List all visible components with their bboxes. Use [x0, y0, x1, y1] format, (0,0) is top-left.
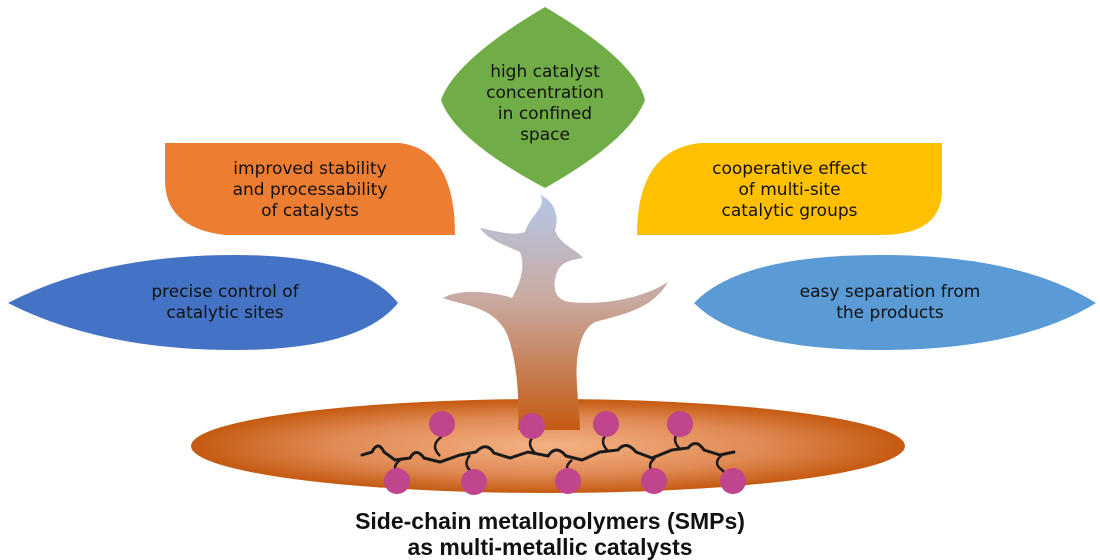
- leaf-upper-right-line: catalytic groups: [721, 201, 858, 221]
- leaf-upper-left-line: improved stability: [233, 159, 387, 179]
- leaf-upper-left-line: and processability: [232, 180, 388, 200]
- metal-node: [519, 413, 545, 439]
- metal-node: [461, 469, 487, 495]
- metal-node: [384, 468, 410, 494]
- leaf-lower-left-shape: [8, 255, 398, 350]
- leaf-lower-right-shape: [694, 255, 1096, 350]
- metal-node: [555, 468, 581, 494]
- metal-node: [667, 411, 693, 437]
- leaf-top-label: high catalyst concentration in confined …: [445, 62, 645, 146]
- leaf-top-line: high catalyst: [490, 62, 600, 82]
- leaf-upper-right-shape: [637, 143, 942, 235]
- caption-line-1: Side-chain metallopolymers (SMPs): [355, 508, 745, 534]
- ground-ellipse: [191, 399, 905, 493]
- leaf-upper-right-line: cooperative effect: [712, 159, 867, 179]
- leaf-top-line: concentration: [486, 83, 604, 103]
- metal-node: [429, 411, 455, 437]
- metal-node: [593, 411, 619, 437]
- leaf-lower-left-line: catalytic sites: [166, 303, 284, 323]
- tree-trunk: [443, 195, 668, 430]
- leaf-upper-left-line: of catalysts: [261, 201, 359, 221]
- leaf-top-line: in confined: [497, 104, 593, 124]
- leaf-lower-right-line: the products: [836, 303, 944, 323]
- leaf-upper-left-label: improved stability and processability of…: [165, 159, 455, 222]
- diagram-caption: Side-chain metallopolymers (SMPs) as mul…: [0, 508, 1100, 560]
- leaf-lower-left-label: precise control of catalytic sites: [40, 282, 410, 324]
- leaf-upper-right-line: of multi-site: [738, 180, 841, 200]
- leaf-top-shape: [441, 7, 645, 188]
- metal-node: [720, 468, 746, 494]
- leaf-lower-left-line: precise control of: [151, 282, 299, 302]
- leaf-upper-right-label: cooperative effect of multi-site catalyt…: [637, 159, 942, 222]
- leaf-upper-left-shape: [165, 143, 455, 235]
- leaf-lower-right-label: easy separation from the products: [710, 282, 1070, 324]
- metal-node: [641, 468, 667, 494]
- polymer-backbone: [360, 442, 736, 464]
- caption-line-2: as multi-metallic catalysts: [407, 534, 693, 560]
- leaf-top-line: space: [520, 125, 570, 145]
- leaf-lower-right-line: easy separation from: [799, 282, 981, 302]
